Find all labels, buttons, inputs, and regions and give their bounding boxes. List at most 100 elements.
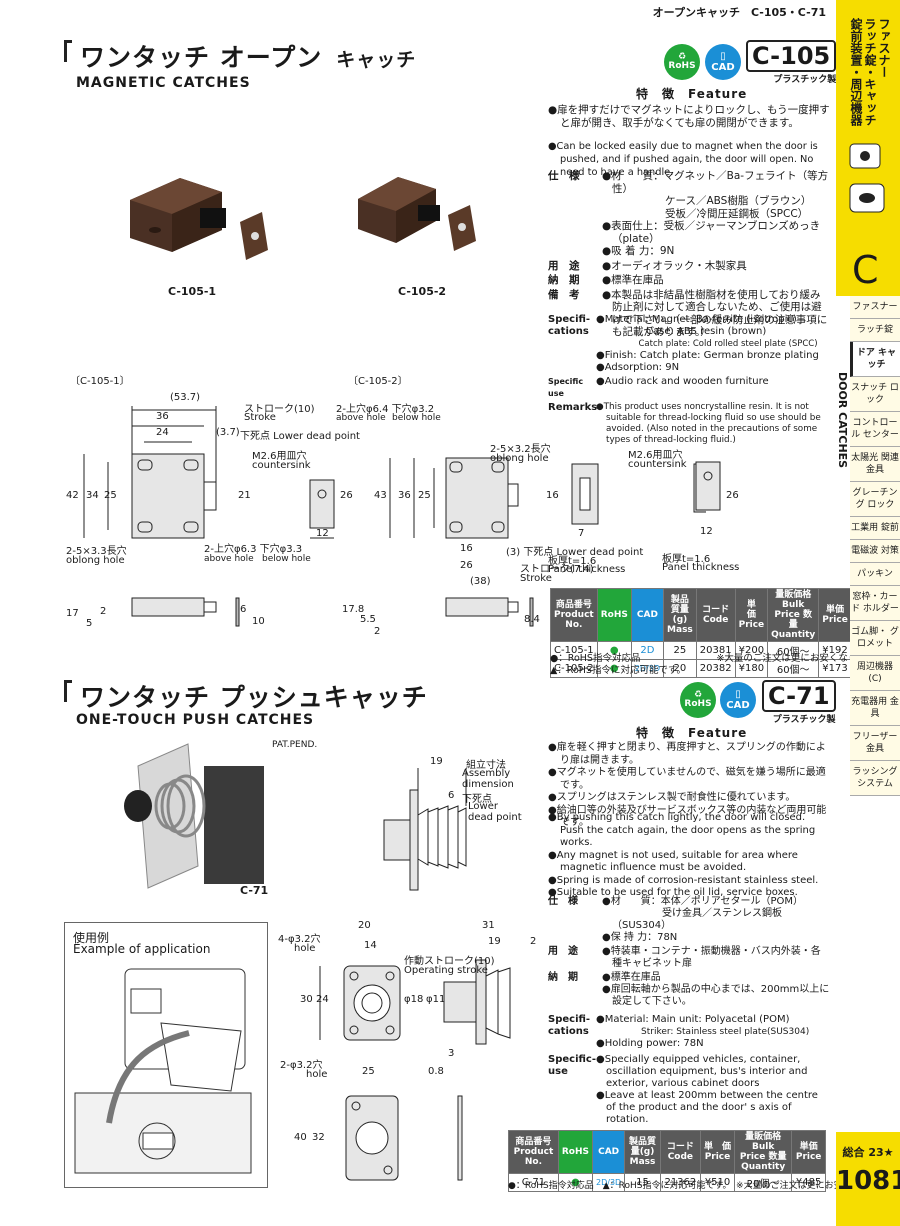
sidebar-vertical-text: ファスナー [877,18,891,78]
dim-label: (3) 下死点 Lower dead point [506,547,644,558]
feature-item: ●Can be locked easily due to magnet when… [548,141,818,178]
sidebar-item-peripherals[interactable]: 周辺機器 (C) [850,656,900,691]
application-example: 使用例 Example of application [64,922,268,1188]
spec-row: Specific-use ●Specially equipped vehicle… [548,1054,832,1126]
section1-note2: ▲：RoHS指令に対応可能です。 [550,665,687,676]
dim-label: 26 [340,490,353,501]
c105-1-label: C-105-1 [168,285,217,298]
dim-label: 下死点 [462,794,492,805]
sidebar-item-door-catch[interactable]: ドア キャッチ [850,342,900,377]
sidebar-vertical-text: ラッチ錠・キャッチ [863,18,877,126]
dim-label: 2-φ3.2穴 [280,1060,323,1071]
c71-label: C-71 [240,884,269,897]
spec-line: ●標準在庫品 [602,274,664,286]
dim-label: above hole [204,554,254,564]
spec-line: ●標準在庫品 [602,972,661,983]
sidebar-menu: ファスナー ラッチ錠 ドア キャッチ スナッチ ロック コントロール センター … [850,296,900,796]
sidebar-bottom: 総合 23★ 1081 [836,1132,900,1226]
sidebar-item-lashing[interactable]: ラッシング システム [850,761,900,796]
sidebar-item-freezer[interactable]: フリーザー 金具 [850,726,900,761]
section1-note1: ●：RoHS指令対応品 ※大量のご注文は更にお安くなります。 [550,653,885,664]
sidebar-item-solar[interactable]: 太陽光 関連金具 [850,447,900,482]
drawing2-label: 〔C-105-2〕 [348,376,408,387]
door-catches-label: DOOR CATCHES [836,370,849,471]
dim-label: 25 [418,490,431,501]
dim-label: 21 [238,490,251,501]
section1-title-en: MAGNETIC CATCHES [76,75,251,91]
dim-label: 6 [240,604,247,615]
spec-line: ●本製品は非結晶性樹脂材を使用しており緩み防止剤に対して適合しないため、ご使用は… [602,288,828,339]
dim-label: 43 [374,490,387,501]
dim-label: M2.6用皿穴 [628,450,683,461]
app-title-jp: 使用例 [73,931,110,945]
sidebar-item-rubber-feet[interactable]: ゴム脚・ グロメット [850,621,900,656]
dim-label: 8.4 [524,614,540,625]
dim-label: 12 [700,526,713,537]
sidebar-item-fastener[interactable]: ファスナー [850,296,900,319]
dim-label: above hole [336,413,386,423]
patent-pending: PAT.PEND. [272,740,318,750]
spec-line: ●扉回転軸から製品の中心までは、200mm以上に設定して下さい。 [602,984,830,1007]
series-header: オープンキャッチ C-105・C-71 [652,6,826,19]
spec-label: 納 期 [548,972,578,983]
dim-label: 2 [100,606,107,617]
dim-label: Panel thickness [662,562,740,573]
sidebar-item-grating-lock[interactable]: グレーチング ロック [850,482,900,517]
section1-spec-jp: 仕 様 ●材 質：マグネット／Ba-フェライト（等方性） ケース／ABS樹脂（ブ… [548,170,830,339]
col-header: 量販価格 Bulk Price 数量 Quantity [734,1130,793,1174]
spec-line: Striker: Stainless steel plate(SUS304) [596,1027,810,1037]
col-header: 量販価格 Bulk Price 数量 Quantity [767,588,820,642]
sidebar-item-packing[interactable]: パッキン [850,563,900,586]
spec-label: 備 考 [548,288,580,301]
feature-item: ●マグネットを使用していませんので、磁気を嫌う場所に最適です。 [548,767,826,791]
sidebar-item-snatch-lock[interactable]: スナッチ ロック [850,377,900,412]
spec-row: 仕 様 ●材 質：マグネット／Ba-フェライト（等方性） ケース／ABS樹脂（ブ… [548,170,830,258]
col-header: RoHS [557,1130,594,1174]
spec-line: ●吸 着 力：9N [602,245,675,257]
dim-label: Lower [468,801,498,812]
c105-2-label: C-105-2 [398,285,447,298]
spec-line: ●Finish: Catch plate: German bronze plat… [596,350,819,361]
feature-item: ●By pushing this catch lightly, the door… [548,812,816,848]
bus-illustration [74,968,252,1174]
sidebar-item-latch[interactable]: ラッチ錠 [850,319,900,342]
section1-feature-header: 特 徴 Feature [636,87,748,101]
dim-label: 17 [66,608,79,619]
dim-label: dimension [462,779,514,790]
sidebar-vertical-text: 錠前装置・周辺機器 [849,18,863,126]
section2-note1: ●：RoHS指令対応品 ▲：RoHS指令に対応可能です。 ※大量のご注文は更にお… [508,1181,896,1191]
cad-badge: ▯CAD [720,682,756,718]
spec-row: Specifi-cations ●Material: Main unit: Po… [548,1014,832,1050]
spec-line: ●Audio rack and wooden furniture [596,376,769,387]
section2-spec-en: Specifi-cations ●Material: Main unit: Po… [548,1014,832,1126]
section1-features-en: ●Can be locked easily due to magnet when… [548,140,830,179]
section1-spec-en: Specifi-cations ●Material: Magnet: Ba-fe… [548,314,832,446]
rohs-badge: ♻RoHS [664,44,700,80]
section1-code-sub: プラスチック製 [773,75,837,85]
dim-label: 4-φ3.2穴 [278,934,321,945]
col-header: CAD [592,1130,626,1174]
sidebar-item-emi[interactable]: 電磁波 対策 [850,540,900,563]
dim-label: 19 [488,936,501,947]
sidebar-item-charger[interactable]: 充電器用 金具 [850,691,900,726]
spec-line: ●Material: Magnet: Ba-ferrite (isotropic… [596,314,797,325]
section2-title: ワンタッチ プッシュキャッチ [80,683,428,712]
col-header: 単 価 Price [734,588,769,642]
sidebar-item-control-center[interactable]: コントロール センター [850,412,900,447]
spec-label: Specifi-cations [548,1014,591,1037]
spec-line: ●Material: Main unit: Polyacetal (POM) [596,1014,790,1025]
sidebar-item-card-holder[interactable]: 窓枠・カード ホルダー [850,586,900,621]
feature-item: ●Spring is made of corrosion-resistant s… [548,874,819,886]
title-bracket [64,680,72,702]
dim-label: Assembly [462,768,511,779]
dim-label: dead point [468,812,522,823]
total-page: 総合 23★ [842,1146,894,1159]
rohs-badge: ♻RoHS [680,682,716,718]
sidebar-item-industrial-lock[interactable]: 工業用 錠前 [850,517,900,540]
c105-1-photo [110,160,290,273]
spec-row: 納 期 ●標準在庫品 ●扉回転軸から製品の中心までは、200mm以上に設定して下… [548,972,832,1008]
col-header: 商品番号 Product No. [550,588,598,642]
c71-side-drawing [383,768,467,891]
dim-label: 10 [252,616,265,627]
dim-label: 25 [362,1066,375,1077]
